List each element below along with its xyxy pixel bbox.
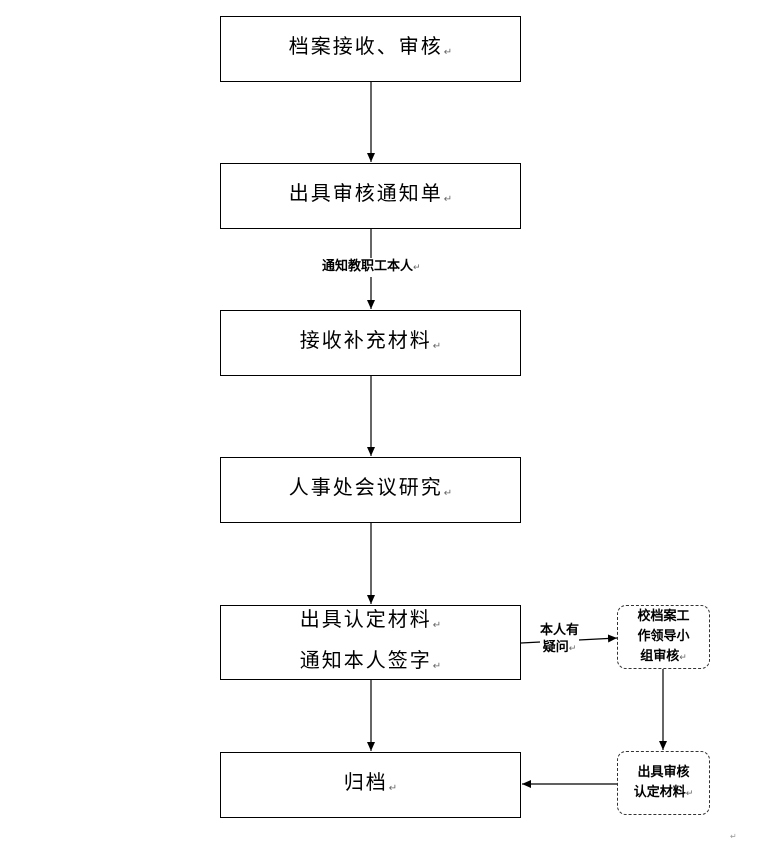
label-objection-line1: 本人有: [540, 623, 580, 638]
step-archive: 归档↵: [220, 752, 521, 818]
label-objection: 本人有 疑问↵: [540, 622, 580, 658]
paragraph-mark-icon: ↵: [568, 644, 577, 654]
paragraph-mark-icon: ↵: [679, 652, 687, 663]
side-review-line2: 作领导小: [637, 628, 690, 644]
side-review-line1: 校档案工: [637, 608, 690, 624]
side-review-line3: 组审核: [640, 648, 680, 664]
paragraph-mark-icon: ↵: [388, 782, 398, 794]
step-receive-review: 档案接收、审核↵: [220, 16, 521, 82]
corner-paragraph-mark-icon: ↵: [730, 832, 737, 841]
step-issue-notice-text: 出具审核通知单: [288, 180, 443, 205]
side-archive-group-review: 校档案工 作领导小 组审核↵: [617, 605, 710, 669]
paragraph-mark-icon: ↵: [443, 487, 453, 499]
paragraph-mark-icon: ↵: [443, 46, 453, 58]
step-hr-meeting-text: 人事处会议研究: [288, 474, 443, 499]
side-issue-line1: 出具审核: [637, 764, 690, 780]
paragraph-mark-icon: ↵: [413, 263, 421, 273]
label-notify-staff-text: 通知教职工本人: [322, 259, 414, 274]
label-notify-staff: 通知教职工本人↵: [320, 258, 423, 277]
step-issue-confirmation-line2: 通知本人签字: [299, 647, 432, 672]
paragraph-mark-icon: ↵: [432, 619, 442, 631]
label-objection-line2: 疑问: [542, 640, 569, 655]
side-issue-confirmation: 出具审核 认定材料↵: [617, 751, 710, 815]
paragraph-mark-icon: ↵: [685, 788, 694, 799]
side-issue-line2: 认定材料: [633, 784, 686, 800]
step-hr-meeting: 人事处会议研究↵: [220, 457, 521, 523]
paragraph-mark-icon: ↵: [432, 340, 442, 352]
step-issue-notice: 出具审核通知单↵: [220, 163, 521, 229]
step-receive-materials: 接收补充材料↵: [220, 310, 521, 376]
paragraph-mark-icon: ↵: [443, 193, 453, 205]
step-issue-confirmation: 出具认定材料↵ 通知本人签字↵: [220, 605, 521, 680]
step-issue-confirmation-line1: 出具认定材料: [299, 606, 432, 631]
step-receive-review-text: 档案接收、审核: [288, 33, 443, 58]
step-receive-materials-text: 接收补充材料: [299, 327, 432, 352]
step-archive-text: 归档: [343, 769, 388, 794]
paragraph-mark-icon: ↵: [432, 660, 442, 672]
